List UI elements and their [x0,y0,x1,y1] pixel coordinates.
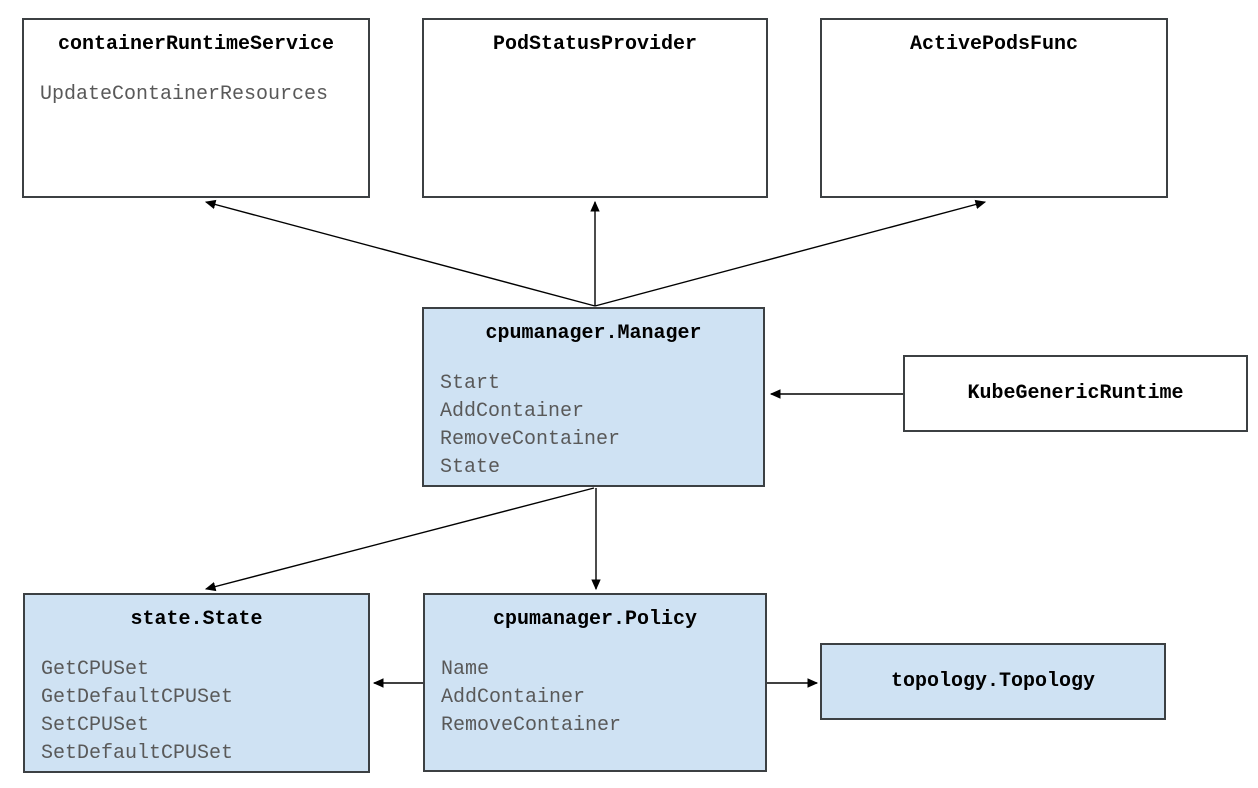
method-label: Name [441,658,490,681]
arrow-manager-to-state [204,487,595,592]
box-title: PodStatusProvider [492,33,698,56]
box-title: state.State [130,608,263,631]
box-title: ActivePodsFunc [909,33,1079,56]
method-label: SetCPUSet [41,714,150,737]
box-title: KubeGenericRuntime [967,381,1184,405]
box-title: topology.Topology [890,669,1096,693]
box-container-runtime-service: containerRuntimeService UpdateContainerR… [22,18,370,198]
method-list: GetCPUSet GetDefaultCPUSet SetCPUSet Set… [25,656,368,768]
method-list: Start AddContainer RemoveContainer State [424,370,763,482]
method-label: AddContainer [441,686,586,709]
method-label: State [440,456,501,479]
method-list: Name AddContainer RemoveContainer [425,656,765,740]
box-title: containerRuntimeService [57,33,335,56]
method-label: UpdateContainerResources [40,83,329,106]
method-list: UpdateContainerResources [24,81,368,109]
box-topology-topology: topology.Topology [820,643,1166,720]
method-label: GetDefaultCPUSet [41,686,234,709]
method-label: RemoveContainer [440,428,621,451]
box-kube-generic-runtime: KubeGenericRuntime [903,355,1248,432]
arrow-manager-to-container-runtime-service [204,199,596,307]
box-cpumanager-policy: cpumanager.Policy Name AddContainer Remo… [423,593,767,772]
box-pod-status-provider: PodStatusProvider [422,18,768,198]
box-active-pods-func: ActivePodsFunc [820,18,1168,198]
method-label: GetCPUSet [41,658,150,681]
method-label: AddContainer [440,400,585,423]
method-label: SetDefaultCPUSet [41,742,234,765]
box-title: cpumanager.Manager [485,322,702,345]
method-label: Start [440,372,501,395]
box-title: cpumanager.Policy [492,608,698,631]
method-label: RemoveContainer [441,714,622,737]
box-state-state: state.State GetCPUSet GetDefaultCPUSet S… [23,593,370,773]
box-cpumanager-manager: cpumanager.Manager Start AddContainer Re… [422,307,765,487]
arrow-manager-to-active-pods-func [594,199,987,307]
